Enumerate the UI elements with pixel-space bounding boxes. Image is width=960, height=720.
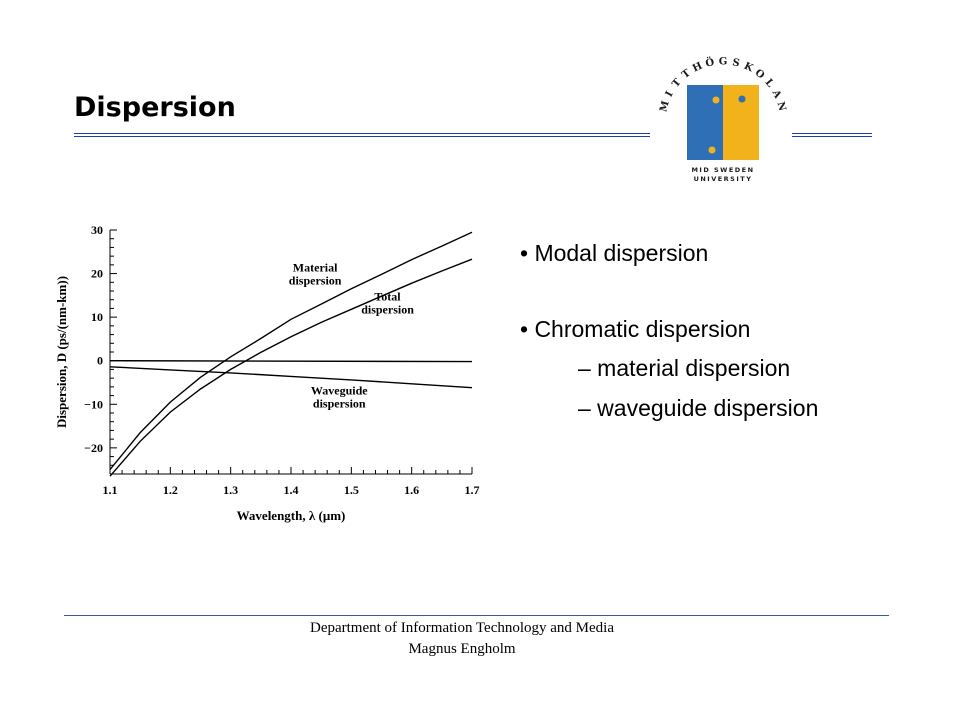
sub-bullet-material: – material dispersion — [578, 355, 791, 381]
logo-line1: MID SWEDEN — [691, 166, 754, 174]
x-tick-label: 1.5 — [344, 483, 359, 497]
y-tick-label: −10 — [84, 397, 103, 411]
logo-face-profile-right — [723, 85, 734, 160]
bullet-modal-dispersion: • Modal dispersion — [520, 240, 709, 266]
x-tick-label: 1.3 — [223, 483, 238, 497]
logo-arc-letter: Ö — [704, 55, 716, 70]
series-lines — [109, 231, 473, 477]
logo-arc-letter: S — [731, 57, 740, 69]
footer-department: Department of Information Technology and… — [310, 620, 614, 636]
logo-arc-letter: T — [670, 77, 684, 90]
y-tick-label: −20 — [84, 441, 103, 455]
sub-bullet-waveguide: – waveguide dispersion — [578, 395, 819, 421]
logo-mouth-dot — [708, 146, 716, 154]
logo-arc-letter: O — [753, 67, 767, 81]
x-tick-label: 1.4 — [284, 483, 299, 497]
logo-arc-letter: L — [763, 77, 776, 89]
title-rule-left — [74, 133, 650, 137]
y-tick-label: 20 — [91, 267, 103, 281]
dispersion-chart: 30 20 10 0 −10 −20 1.1 1.2 1.3 1.4 1.5 1.6 1.7 Mate… — [54, 223, 480, 523]
logo-arc-letter: H — [691, 61, 704, 75]
logo-eye-dot — [712, 96, 720, 104]
x-axis-label: Wavelength, λ (μm) — [237, 508, 346, 523]
logo-arc-letter: T — [680, 67, 693, 81]
x-tick-label: 1.7 — [465, 483, 480, 497]
series-line-material-dispersion — [109, 231, 473, 471]
logo-arc-letter: M — [658, 100, 671, 114]
logo-line2: UNIVERSITY — [694, 175, 753, 183]
y-tick-label: 10 — [91, 310, 103, 324]
footer-rule — [64, 615, 889, 616]
y-axis: 30 20 10 0 −10 −20 — [84, 223, 117, 475]
series-line-waveguide-dispersion — [109, 366, 473, 389]
y-tick-label: 30 — [91, 223, 103, 237]
y-tick-label: 0 — [97, 354, 103, 368]
series-line-zero — [109, 359, 473, 363]
footer-author: Magnus Engholm — [408, 641, 516, 657]
logo-eye-dot-right — [738, 95, 746, 103]
bullet-chromatic-dispersion: • Chromatic dispersion — [520, 316, 751, 342]
x-axis: 1.1 1.2 1.3 1.4 1.5 1.6 1.7 — [103, 467, 480, 497]
y-axis-label: Dispersion, D (ps/(nm-km)) — [54, 276, 69, 428]
logo-arc-letter: A — [769, 87, 783, 100]
series-line-total-dispersion — [109, 258, 473, 477]
x-tick-label: 1.2 — [163, 483, 178, 497]
plot-frame — [109, 230, 472, 475]
title-rule-right — [792, 133, 872, 137]
logo-arc-letter: N — [775, 101, 788, 113]
x-tick-label: 1.6 — [404, 483, 419, 497]
logo-arc-letter: I — [664, 89, 676, 99]
logo-face-profile — [700, 85, 723, 160]
logo-arc-letter: K — [742, 61, 755, 75]
x-tick-label: 1.1 — [103, 483, 118, 497]
logo-arc-letter: G — [719, 57, 728, 68]
slide-title: Dispersion — [74, 92, 236, 123]
